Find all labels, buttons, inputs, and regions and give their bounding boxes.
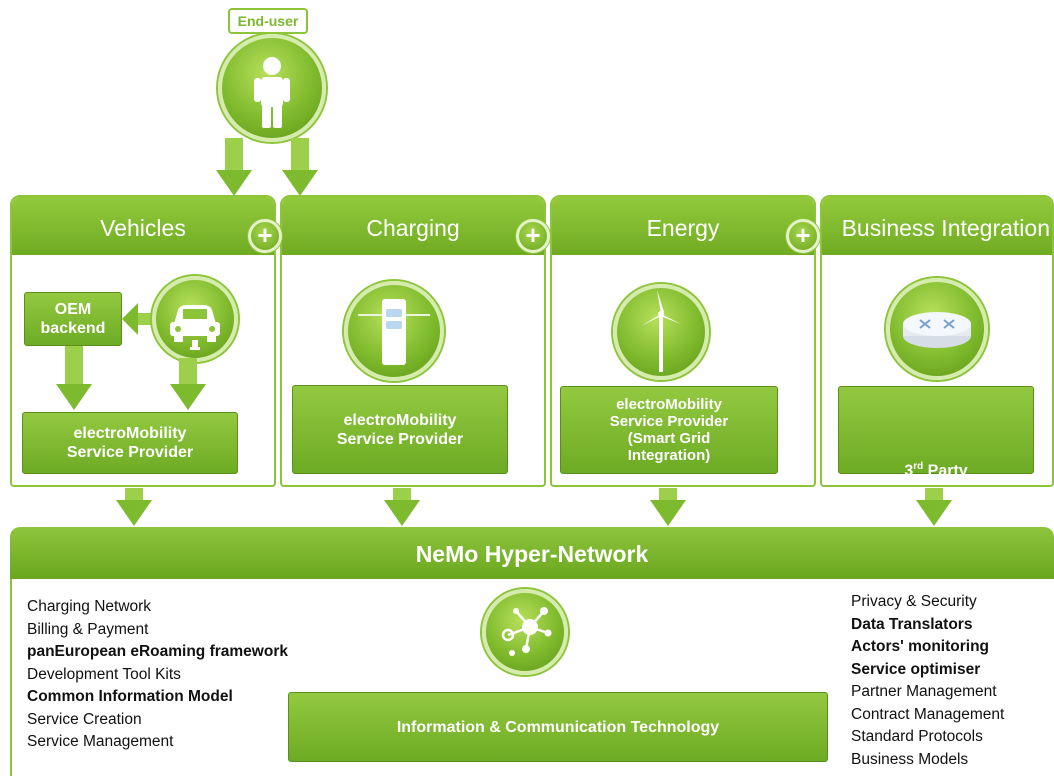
- arrow-down-icon: [116, 488, 152, 526]
- router-icon: [886, 278, 988, 380]
- right-list-item: Service optimiser: [851, 660, 981, 678]
- right-list-item: Data Translators: [851, 615, 973, 633]
- charging-service-provider-box: electroMobility Service Provider: [292, 385, 508, 474]
- arrow-down-icon: [650, 488, 686, 526]
- arrow-down-icon: [216, 138, 252, 196]
- wind-turbine-icon: [613, 284, 709, 380]
- right-list-item: Standard Protocols: [851, 728, 983, 745]
- arrow-down-icon: [170, 358, 206, 410]
- energy-service-provider-box: electroMobility Service Provider (Smart …: [560, 386, 778, 474]
- arrow-down-icon: [384, 488, 420, 526]
- left-list-item: Common Information Model: [27, 688, 233, 705]
- arrow-down-icon: [282, 138, 318, 196]
- plus-icon: +: [786, 219, 820, 253]
- third-party-service-provider-box: 3rd Party Service Provider: [838, 386, 1034, 517]
- end-user-label: End-user: [237, 13, 299, 29]
- vehicles-service-provider-box: electroMobility Service Provider: [22, 412, 238, 474]
- left-list-item: Service Management: [27, 733, 174, 750]
- arrow-down-icon: [916, 488, 952, 526]
- left-list-item: Charging Network: [27, 598, 152, 615]
- right-list-item: Contract Management: [851, 705, 1005, 723]
- left-list-item: Service Creation: [27, 710, 142, 728]
- hyper-network-title: NeMo Hyper-Network: [10, 527, 1054, 579]
- end-user-label-tab: [228, 8, 308, 34]
- energy-header: Energy: [552, 197, 814, 255]
- end-user-icon: [218, 34, 326, 142]
- arrow-down-icon: [56, 346, 92, 410]
- left-list-item: panEuropean eRoaming framework: [27, 643, 288, 660]
- ict-box: Information & Communication Technology: [288, 692, 828, 762]
- third-party-line-1: 3rd Party: [904, 461, 968, 480]
- car-icon: [152, 276, 238, 362]
- right-list-item: Actors' monitoring: [851, 638, 990, 655]
- third-party-line-2: Service Provider: [872, 500, 1000, 518]
- plus-icon: +: [248, 219, 282, 253]
- left-list-item: Billing & Payment: [27, 620, 149, 638]
- right-list-item: Partner Management: [851, 683, 997, 700]
- network-hub-icon: [482, 589, 568, 675]
- oem-backend-box: OEM backend: [24, 292, 122, 346]
- charging-station-icon: [344, 281, 444, 381]
- right-list-item: Business Models: [851, 750, 969, 768]
- right-list-item: Privacy & Security: [851, 593, 977, 610]
- vehicles-header: Vehicles: [12, 197, 274, 255]
- left-list-item: Development Tool Kits: [27, 665, 181, 683]
- plus-icon: +: [516, 219, 550, 253]
- business-integration-header: Business Integration: [822, 197, 1052, 255]
- charging-header: Charging: [282, 197, 544, 255]
